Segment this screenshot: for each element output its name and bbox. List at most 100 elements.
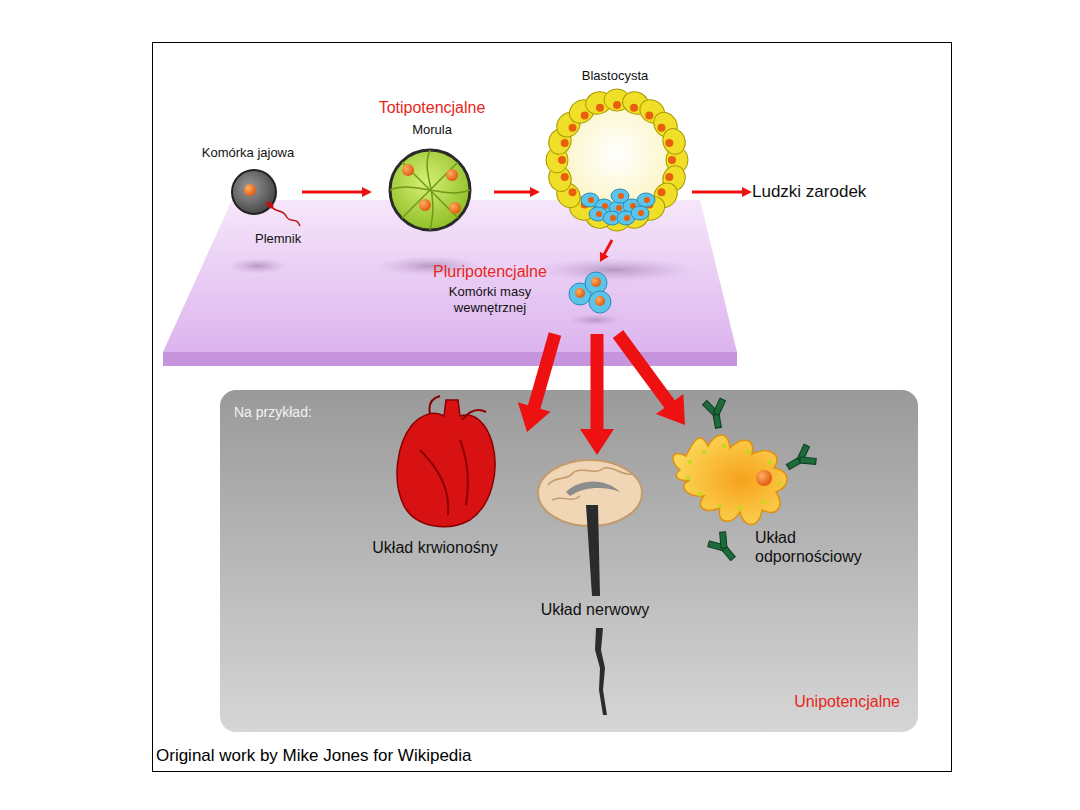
node-text: Układ krwionośny bbox=[345, 538, 525, 557]
arrow bbox=[692, 187, 752, 197]
node-text: Morula bbox=[372, 122, 492, 138]
frame bbox=[153, 43, 952, 772]
node-text: Unipotencjalne bbox=[740, 692, 900, 711]
caption: Original work by Mike Jones for Wikipedi… bbox=[156, 746, 472, 766]
antibody bbox=[782, 443, 819, 478]
receptor-dot bbox=[686, 476, 690, 480]
circulatory-node: Układ krwionośny bbox=[345, 400, 527, 565]
arrow bbox=[518, 332, 561, 432]
gray-panel bbox=[220, 390, 918, 732]
nucleus bbox=[638, 210, 644, 216]
inner-cell-mass bbox=[581, 189, 655, 225]
receptor-dot bbox=[746, 450, 750, 454]
stem-cell bbox=[611, 189, 629, 203]
receptor-dot bbox=[688, 460, 692, 464]
nucleus bbox=[402, 164, 414, 176]
plane-side bbox=[163, 352, 737, 366]
arrow bbox=[580, 334, 614, 455]
brain-folds bbox=[548, 468, 632, 500]
heart bbox=[397, 400, 495, 527]
nucleus bbox=[616, 205, 622, 211]
morula-divisions bbox=[390, 150, 470, 230]
stem-cell bbox=[631, 206, 649, 220]
receptor-dot bbox=[698, 492, 702, 496]
sperm-head bbox=[265, 201, 274, 210]
node-text: Blastocysta bbox=[540, 68, 690, 84]
shadow bbox=[228, 258, 288, 274]
nucleus bbox=[569, 188, 577, 196]
nucleus bbox=[449, 202, 461, 214]
arrow bbox=[302, 187, 372, 197]
immune-node: Układ odpornościowy bbox=[660, 425, 905, 585]
nucleus bbox=[591, 277, 601, 287]
blastocyst-node: Blastocysta bbox=[540, 68, 692, 240]
arrow bbox=[600, 239, 613, 262]
nucleus bbox=[575, 288, 585, 298]
nucleus bbox=[610, 215, 616, 221]
arrow bbox=[613, 330, 685, 425]
morula bbox=[390, 150, 470, 230]
receptor-dot bbox=[702, 450, 706, 454]
nucleus bbox=[630, 104, 638, 112]
stem-cell bbox=[585, 272, 607, 294]
nucleus bbox=[581, 112, 589, 120]
nucleus bbox=[561, 173, 569, 181]
morula-node: TotipotencjalneMorula bbox=[372, 98, 494, 218]
nucleus bbox=[756, 470, 772, 486]
nucleus bbox=[645, 112, 653, 120]
nucleus bbox=[657, 124, 665, 132]
nucleus bbox=[613, 101, 621, 109]
egg-cell bbox=[232, 170, 276, 214]
antibody bbox=[702, 397, 730, 429]
receptor-dot bbox=[718, 504, 722, 508]
antibody bbox=[706, 529, 742, 566]
embryo-label-node: Ludzki zarodek bbox=[752, 181, 904, 205]
nucleus bbox=[595, 296, 605, 306]
trophoblast-cell bbox=[660, 126, 689, 158]
corpus-callosum bbox=[566, 482, 620, 497]
node-text: Totipotencjalne bbox=[372, 98, 492, 117]
immune-cell bbox=[673, 435, 787, 525]
nervous-node: Układ nerwowy bbox=[520, 455, 672, 625]
receptor-dot bbox=[768, 460, 772, 464]
egg-nucleus bbox=[244, 184, 256, 196]
nucleus bbox=[561, 139, 569, 147]
trophoblast-ring bbox=[545, 88, 688, 231]
nucleus bbox=[644, 197, 650, 203]
spinal-cord bbox=[586, 505, 600, 596]
nucleus bbox=[657, 188, 665, 196]
node-text: Układ odpornościowy bbox=[755, 528, 895, 566]
receptor-dot bbox=[762, 500, 766, 504]
nucleus bbox=[446, 169, 458, 181]
receptor-dot bbox=[722, 444, 726, 448]
node-text: Komórki masy wewnętrznej bbox=[430, 284, 550, 315]
stem-cell bbox=[637, 193, 655, 207]
node-text: Układ nerwowy bbox=[520, 600, 670, 619]
receptor-dot bbox=[778, 482, 782, 486]
nucleus bbox=[569, 124, 577, 132]
node-text: Komórka jajowa bbox=[196, 145, 300, 161]
node-text: Pluripotencjalne bbox=[415, 262, 565, 281]
spinal-cord bbox=[595, 628, 607, 715]
nucleus bbox=[419, 199, 431, 211]
unipotent-panel: Na przykład: Unipotencjalne Układ krwionoś… bbox=[220, 390, 918, 732]
receptor-dots bbox=[686, 444, 782, 510]
nucleus bbox=[596, 104, 604, 112]
nucleus bbox=[588, 197, 594, 203]
part-label: Plemnik bbox=[255, 231, 301, 246]
shadow bbox=[567, 314, 623, 326]
nucleus bbox=[665, 173, 673, 181]
inner-mass-node: PluripotencjalneKomórki masy wewnętrznej bbox=[415, 262, 620, 334]
nucleus bbox=[665, 139, 673, 147]
nucleus bbox=[668, 156, 676, 164]
node-text: Na przykład: bbox=[234, 404, 384, 421]
heart-vessels bbox=[420, 396, 486, 515]
egg-cell-node: Komórka jajowa bbox=[196, 145, 302, 217]
receptor-dot bbox=[738, 506, 742, 510]
node-text: Ludzki zarodek bbox=[752, 182, 902, 202]
arrow bbox=[494, 187, 540, 197]
nucleus bbox=[624, 215, 630, 221]
nucleus bbox=[558, 156, 566, 164]
nucleus bbox=[596, 211, 602, 217]
